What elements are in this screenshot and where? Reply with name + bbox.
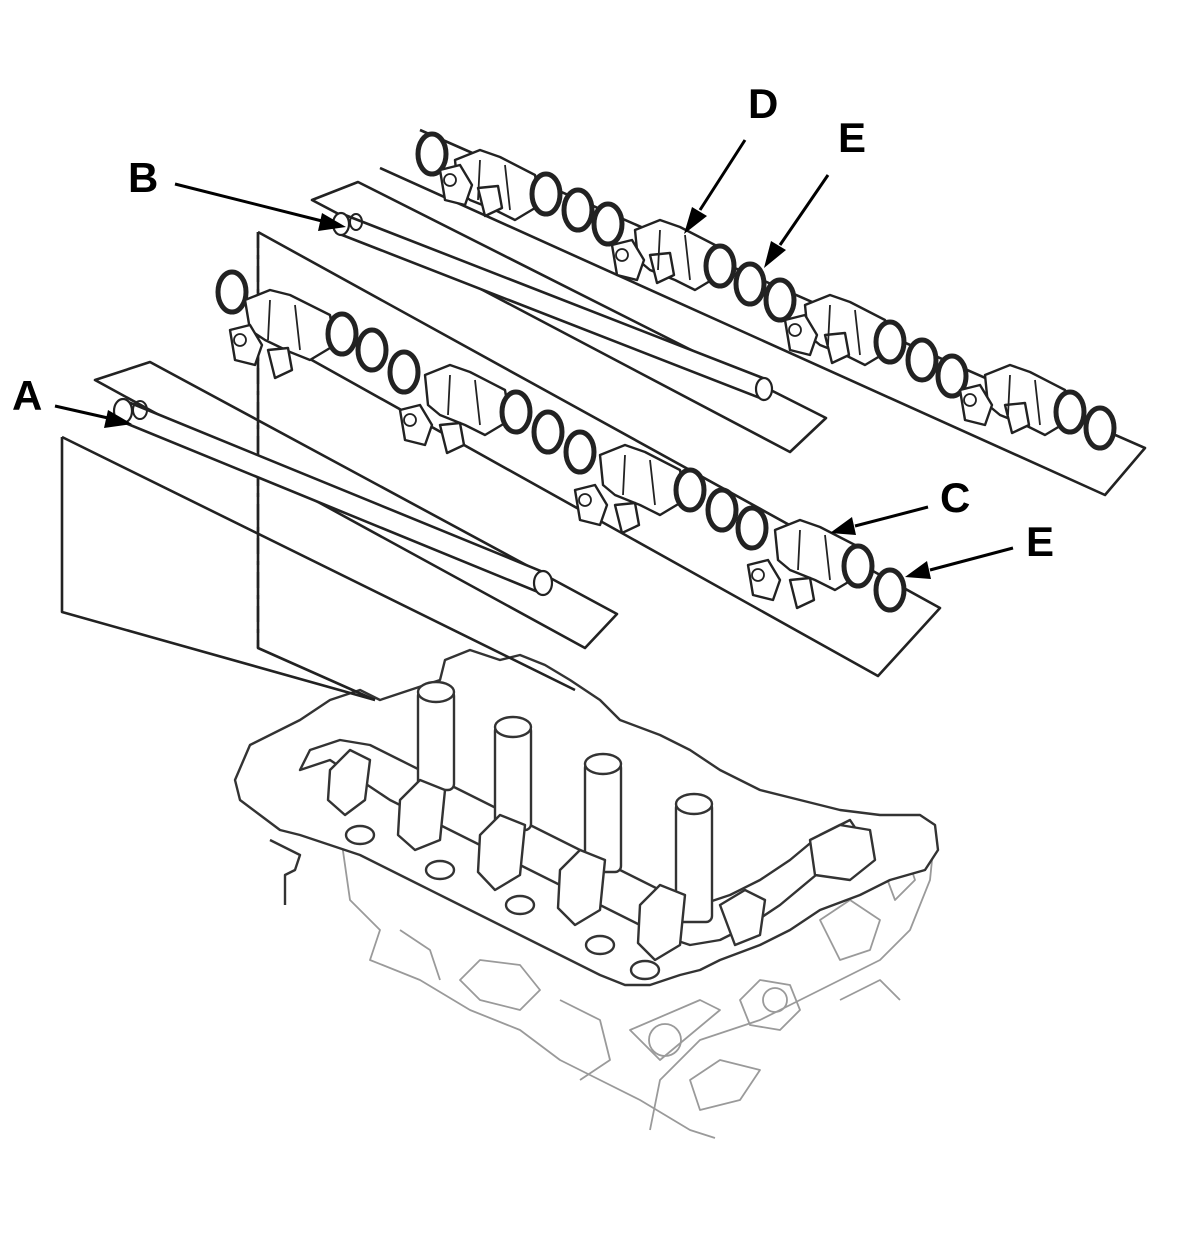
leader-a — [54, 404, 109, 420]
rocker-arm-assembly — [438, 148, 625, 247]
callout-label-e-upper: E — [838, 114, 866, 161]
callout-label-b: B — [128, 154, 158, 201]
spark-plug-tubes — [416, 680, 714, 924]
callout-label-a: A — [12, 372, 42, 419]
arrowhead-a — [104, 410, 132, 428]
leader-d — [698, 139, 747, 211]
rocker-arm-assembly — [573, 443, 769, 551]
arrowhead-e-lower — [905, 561, 931, 579]
arrowhead-d — [684, 207, 707, 234]
rocker-shaft-a — [112, 397, 554, 597]
thrust-washer-e-upper — [733, 261, 767, 307]
arrowhead-c — [830, 517, 856, 535]
rocker-arm-assembly — [958, 363, 1117, 451]
arrowhead-b — [318, 213, 346, 231]
callout-leaders — [54, 139, 1014, 579]
upper-rocker-arm-row — [415, 131, 1117, 451]
callout-label-e-lower: E — [1026, 518, 1054, 565]
leader-e-upper — [778, 174, 830, 246]
callout-label-c: C — [940, 474, 970, 521]
rocker-arm-assembly-d — [610, 218, 737, 292]
arrowhead-e-upper — [764, 241, 786, 268]
callout-label-d: D — [748, 80, 778, 127]
leader-b — [174, 182, 323, 223]
rocker-arm-assembly — [398, 363, 565, 455]
leader-c — [854, 505, 929, 528]
callout-labels: A B D E C E — [12, 80, 1054, 565]
leader-e-lower — [929, 546, 1014, 572]
cylinder-head — [233, 648, 940, 1139]
rocker-arm-assembly — [783, 293, 969, 399]
rocker-arm-assembly-c — [746, 518, 875, 610]
cam-journals — [326, 748, 877, 962]
lower-rocker-arm-row — [215, 269, 907, 613]
valley-ports — [344, 824, 661, 981]
rocker-arm-assembly — [228, 288, 389, 380]
thrust-washer-e-lower — [873, 567, 907, 613]
